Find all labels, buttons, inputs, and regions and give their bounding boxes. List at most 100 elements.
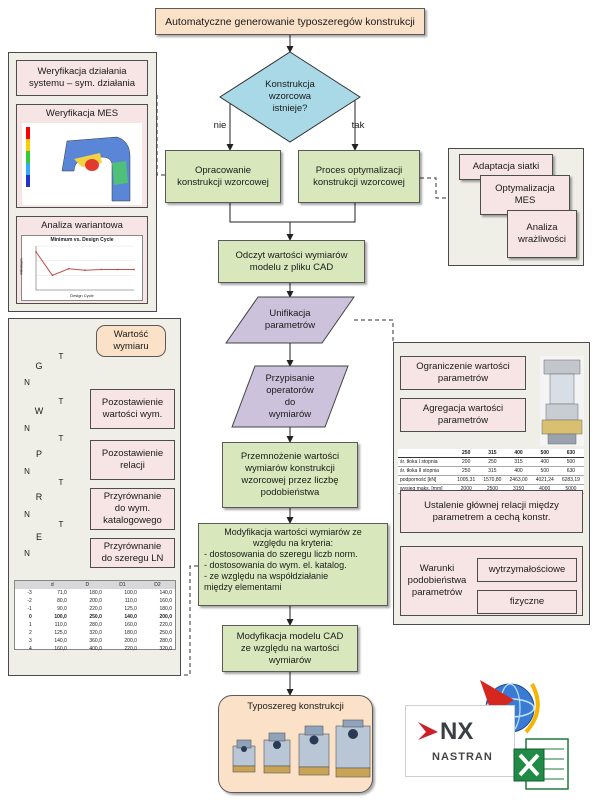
dim-table-cell: 125,0 [54,630,67,636]
physical-condition-box: fizyczne [477,590,577,614]
dim-table-cell: 160,0 [124,622,137,628]
strength-condition-box: wytrzymałościowe [477,558,577,582]
modify-item-2: - dostosowania do wym. el. katalog. [204,560,347,570]
assign-label: Przypisanie operatorów do wymiarów [265,373,315,420]
dim-table-cell: 1 [29,622,32,628]
param-table-cell: 6283,19 [557,475,584,485]
chart-point [67,267,70,270]
dim-header-cell: d [34,581,70,589]
dim-table-cell: 160,0 [159,598,172,604]
g-label: G [35,361,43,371]
optimization-box: Proces optymalizacji konstrukcji wzorcow… [298,150,420,203]
result-label: Typoszereg konstrukcji [247,701,344,712]
param-header-cell: 400 [505,449,532,458]
unify-parallelogram [225,296,355,344]
chart-point [100,268,103,271]
dim-table-cell: 3 [29,638,32,644]
nx-text: NX [440,718,474,745]
dim-table-cell: 110,0 [124,598,137,604]
nastran-text: NASTRAN [432,751,493,763]
param-header-cell [398,449,454,458]
cylinder-assembly-image [540,356,584,446]
dim-table-cell: 200,0 [124,638,137,644]
param-table-cell: 630 [557,466,584,476]
dim-table-cell: 0 [29,614,32,620]
chart-xlabel: Design Cycle [70,293,94,298]
dim-table-row: 3 140,0 360,0 200,0 280,0 [15,637,175,645]
dim-table-cell: 140,0 [54,638,67,644]
dimension-value-box: Wartość wymiaru [96,325,166,357]
param-header-cell: 630 [557,449,584,458]
n-label-r: N [24,510,30,519]
param-table-cell: 400 [531,457,558,467]
flow-title: Automatyczne generowanie typoszeregów ko… [155,8,425,35]
fem-verification-box: Weryfikacja MES [16,104,148,208]
fem-verification-label: Weryfikacja MES [45,108,119,119]
dim-table-row: 1 110,0 280,0 160,0 220,0 [15,621,175,629]
nx-nastran-logo: NX NASTRAN [405,705,515,777]
ln-series-box: Przyrównanie do szeregu LN [90,538,175,568]
w-label: W [34,406,44,416]
param-table-cell: podporność [kN] [398,475,454,485]
cad-modify-box: Modyfikacja modelu CAD ze względu na war… [222,625,358,672]
r-label: R [35,492,43,502]
dim-table-cell: 100,0 [124,590,137,596]
dim-table-cell: 110,0 [54,622,67,628]
p-label: P [35,449,42,459]
t-label-e: T [58,520,64,529]
sensitivity-analysis-box: Analiza wrażliwości [507,210,577,258]
dim-table-cell: 140,0 [124,614,137,620]
modify-item-3: - ze względu na współdziałanie między el… [204,571,329,592]
chart-point [84,269,86,272]
t-label-p: T [58,434,64,443]
dim-table-cell: 220,0 [89,606,102,612]
similarity-label: Warunki podobieństwa parametrów [407,563,467,598]
t-label-w: T [58,397,64,406]
dim-table-cell: -1 [27,606,32,612]
chart-point [51,274,54,277]
result-box: Typoszereg konstrukcji [218,695,373,793]
e-label: E [35,532,42,542]
decision-label: Konstrukcja wzorcowa istnieje? [265,79,315,114]
param-header-cell: 315 [479,449,506,458]
modify-box: Modyfikacja wartości wymiarów ze względu… [198,523,388,606]
param-table-cell: 315 [479,466,506,476]
read-cad-box: Odczyt wartości wymiarów modelu z pliku … [218,240,365,283]
dim-table-cell: 280,0 [159,638,172,644]
chart-series-line [35,251,134,276]
dim-table-cell: 280,0 [89,622,102,628]
param-table-cell: 250 [479,457,506,467]
dim-table-cell: 360,0 [89,638,102,644]
dim-table-cell: 320,0 [89,630,102,636]
dim-header-cell: D [69,581,105,589]
chart-plot [35,245,135,291]
param-table-cell: 1005,31 [453,475,480,485]
assign-parallelogram [231,365,349,428]
branch-no-label: nie [213,120,227,131]
keep-value-box: Pozostawienie wartości wym. [90,389,175,429]
dim-table-cell: 90,0 [57,606,67,612]
dim-table-cell: 200,0 [159,614,172,620]
unify-label: Unifikacja parametrów [264,308,316,331]
param-header-cell: 250 [453,449,480,458]
dim-table-cell: 220,0 [159,622,172,628]
param-table-cell: śr. tłoka I stopnia [398,457,454,467]
dim-table-cell: 125,0 [124,606,137,612]
n-label-w: N [24,424,30,433]
limit-parameters-box: Ograniczenie wartości parametrów [400,356,526,390]
dim-table-cell: 80,0 [57,598,67,604]
fem-result-image [22,123,142,205]
dim-table-cell: 71,0 [57,590,67,596]
n-label-p: N [24,467,30,476]
branch-yes-label: tak [351,120,365,131]
param-table-cell: 500 [531,466,558,476]
